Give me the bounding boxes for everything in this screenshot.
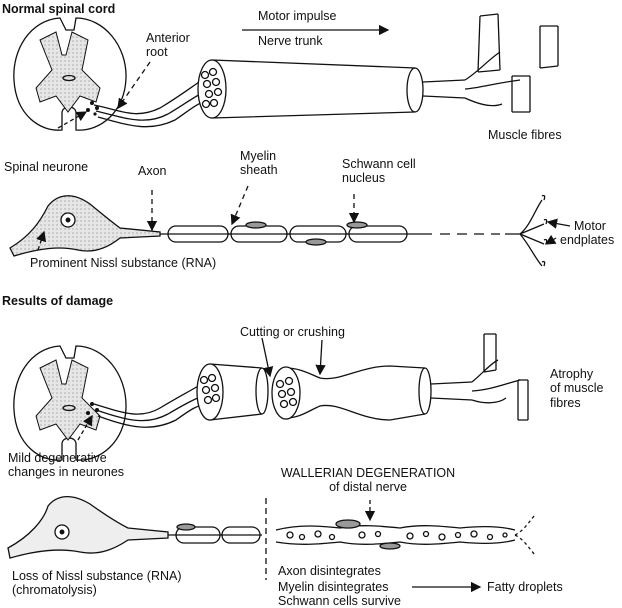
label-myelin-sheath: Myelin sheath <box>240 149 278 178</box>
label-motor-endplates: Motor endplates <box>560 219 614 248</box>
proximal-stump <box>196 363 269 421</box>
label-spinal-neurone: Spinal neurone <box>4 160 89 174</box>
label-wallerian-1: WALLERIAN DEGENERATION <box>280 466 456 480</box>
cut-arrow-2 <box>315 339 326 376</box>
label-wallerian: WALLERIAN DEGENERATION of distal nerve <box>268 466 468 495</box>
label-loss-nissl: Loss of Nissl substance (RNA) (chromatol… <box>12 569 182 598</box>
label-muscle-fibres: Muscle fibres <box>488 128 562 142</box>
label-myelin-disintegrates: Myelin disintegrates <box>278 580 389 594</box>
label-nucleus: nucleus <box>342 171 386 186</box>
muscle-fibres-normal <box>477 13 559 113</box>
spinal-cord-section-normal <box>13 17 127 131</box>
label-axon-disintegrates: Axon disintegrates <box>278 564 381 578</box>
neurone-dots-normal <box>86 101 99 116</box>
label-schwann-survive: Schwann cells survive <box>278 594 401 608</box>
nerve-exit-normal <box>422 79 466 99</box>
label-wallerian-2: of distal nerve <box>329 480 407 495</box>
label-nerve-trunk: Nerve trunk <box>258 34 323 48</box>
label-endplates: endplates <box>560 233 615 248</box>
label-axon: Axon <box>138 164 167 178</box>
label-atrophy-3: fibres <box>550 395 581 410</box>
cut-arrow-1 <box>261 337 274 378</box>
label-motor-impulse: Motor impulse <box>258 9 337 23</box>
section-title-damage: Results of damage <box>2 294 114 308</box>
mild-degen-pointer <box>77 414 93 441</box>
label-cutting-crushing: Cutting or crushing <box>240 325 345 339</box>
degenerating-segments <box>275 519 516 550</box>
nissl-pointer <box>36 230 47 251</box>
degenerating-endplates <box>514 513 537 557</box>
label-loss-2: (chromatolysis) <box>12 583 97 598</box>
nerve-trunk-normal <box>197 59 424 119</box>
section-title-normal: Normal spinal cord <box>2 2 116 16</box>
myelin-segments-normal <box>160 221 432 246</box>
label-loss-1: Loss of Nissl substance (RNA) <box>12 569 182 583</box>
distal-stump <box>271 365 432 421</box>
label-atrophy: Atrophy of muscle fibres <box>550 367 604 410</box>
label-myelin: Myelin <box>240 149 277 163</box>
label-atrophy-1: Atrophy <box>550 367 594 381</box>
label-anterior: Anterior <box>146 31 190 45</box>
label-mild-2: changes in neurones <box>8 465 125 480</box>
label-fatty-droplets: Fatty droplets <box>487 580 563 594</box>
label-mild-1: Mild degenerative <box>8 451 107 465</box>
label-motor: Motor <box>574 219 606 233</box>
label-schwann-nucleus: Schwann cell nucleus <box>342 157 416 186</box>
endplate-arrow-1 <box>546 218 571 229</box>
label-sheath: sheath <box>240 163 278 178</box>
neurone-body-damage <box>7 496 169 559</box>
label-mild-degenerative: Mild degenerative changes in neurones <box>8 451 124 480</box>
neurone-body-normal <box>9 195 161 257</box>
motor-endplates-normal <box>505 194 548 267</box>
anterior-root-pointer <box>117 61 151 110</box>
nerve-branches-normal <box>464 51 521 107</box>
label-anterior-root: Anterior root <box>146 31 190 60</box>
neurone-pointer-normal <box>57 111 88 129</box>
label-root: root <box>146 45 168 60</box>
label-schwann-cell: Schwann cell <box>342 157 416 171</box>
anterior-root-fibres <box>93 77 211 128</box>
nerve-exit-damage <box>430 381 473 401</box>
spinal-cord-section-damage <box>13 345 127 461</box>
proximal-axon-segments <box>168 523 262 544</box>
myelin-pointer <box>230 185 249 226</box>
atrophied-muscle-fibres <box>483 333 529 421</box>
label-atrophy-2: of muscle <box>550 381 604 396</box>
label-prominent-nissl: Prominent Nissl substance (RNA) <box>30 256 217 270</box>
endplate-arrow-2 <box>544 234 557 245</box>
